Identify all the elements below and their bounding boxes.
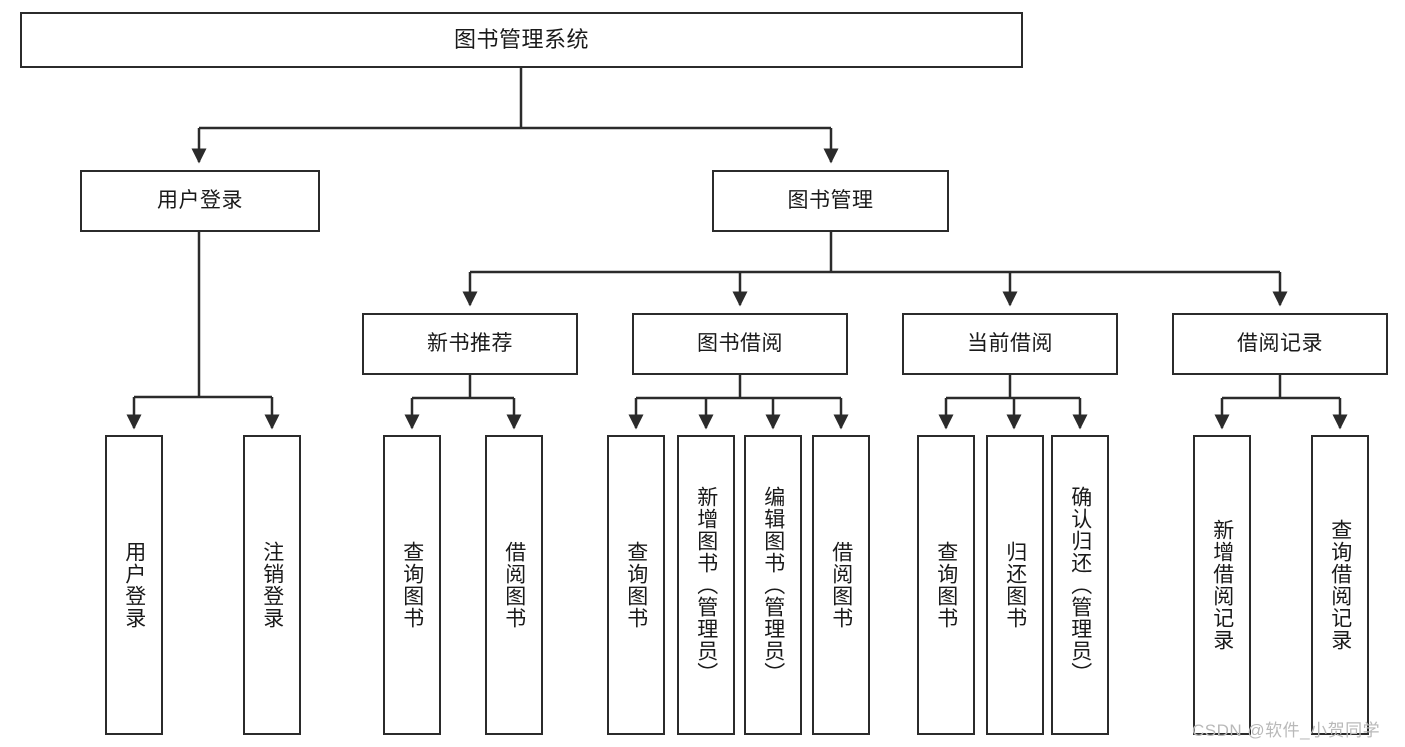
leaf-query-books-newbook[interactable]: 查询图书 bbox=[383, 435, 441, 735]
node-label: 新增借阅记录 bbox=[1210, 519, 1234, 651]
node-user-login[interactable]: 用户登录 bbox=[80, 170, 320, 232]
leaf-edit-book-admin[interactable]: 编辑图书（管理员） bbox=[744, 435, 802, 735]
node-label: 图书管理系统 bbox=[453, 26, 589, 52]
csdn-watermark: CSDN @软件_小贺同学 bbox=[1192, 721, 1381, 740]
node-book-borrow[interactable]: 图书借阅 bbox=[632, 313, 848, 375]
leaf-query-borrow-record[interactable]: 查询借阅记录 bbox=[1311, 435, 1369, 735]
node-label: 图书管理 bbox=[787, 189, 874, 213]
leaf-borrow-books-newbook[interactable]: 借阅图书 bbox=[485, 435, 543, 735]
node-new-book-recommend[interactable]: 新书推荐 bbox=[362, 313, 578, 375]
leaf-query-books-borrow[interactable]: 查询图书 bbox=[607, 435, 665, 735]
node-label: 用户登录 bbox=[122, 541, 146, 629]
node-label: 查询图书 bbox=[934, 541, 958, 629]
node-label: 注销登录 bbox=[260, 541, 284, 629]
node-label: 查询图书 bbox=[624, 541, 648, 629]
node-borrow-records[interactable]: 借阅记录 bbox=[1172, 313, 1388, 375]
node-label: 新增图书（管理员） bbox=[694, 486, 718, 684]
leaf-query-books-current[interactable]: 查询图书 bbox=[917, 435, 975, 735]
leaf-add-book-admin[interactable]: 新增图书（管理员） bbox=[677, 435, 735, 735]
node-label: 归还图书 bbox=[1003, 541, 1027, 629]
leaf-confirm-return-admin[interactable]: 确认归还（管理员） bbox=[1051, 435, 1109, 735]
node-label: 借阅图书 bbox=[502, 541, 526, 629]
leaf-user-login[interactable]: 用户登录 bbox=[105, 435, 163, 735]
node-label: 图书借阅 bbox=[697, 332, 783, 356]
leaf-add-borrow-record[interactable]: 新增借阅记录 bbox=[1193, 435, 1251, 735]
node-label: 确认归还（管理员） bbox=[1068, 486, 1092, 684]
node-label: 借阅图书 bbox=[829, 541, 853, 629]
node-label: 借阅记录 bbox=[1237, 332, 1323, 356]
node-label: 查询借阅记录 bbox=[1328, 519, 1352, 651]
leaf-return-books[interactable]: 归还图书 bbox=[986, 435, 1044, 735]
node-label: 查询图书 bbox=[400, 541, 424, 629]
node-current-borrow[interactable]: 当前借阅 bbox=[902, 313, 1118, 375]
node-label: 新书推荐 bbox=[427, 332, 513, 356]
node-root-system[interactable]: 图书管理系统 bbox=[20, 12, 1023, 68]
node-label: 用户登录 bbox=[157, 189, 243, 213]
node-book-management[interactable]: 图书管理 bbox=[712, 170, 949, 232]
node-label: 编辑图书（管理员） bbox=[761, 486, 785, 684]
leaf-logout-login[interactable]: 注销登录 bbox=[243, 435, 301, 735]
node-label: 当前借阅 bbox=[967, 332, 1053, 356]
leaf-borrow-books[interactable]: 借阅图书 bbox=[812, 435, 870, 735]
